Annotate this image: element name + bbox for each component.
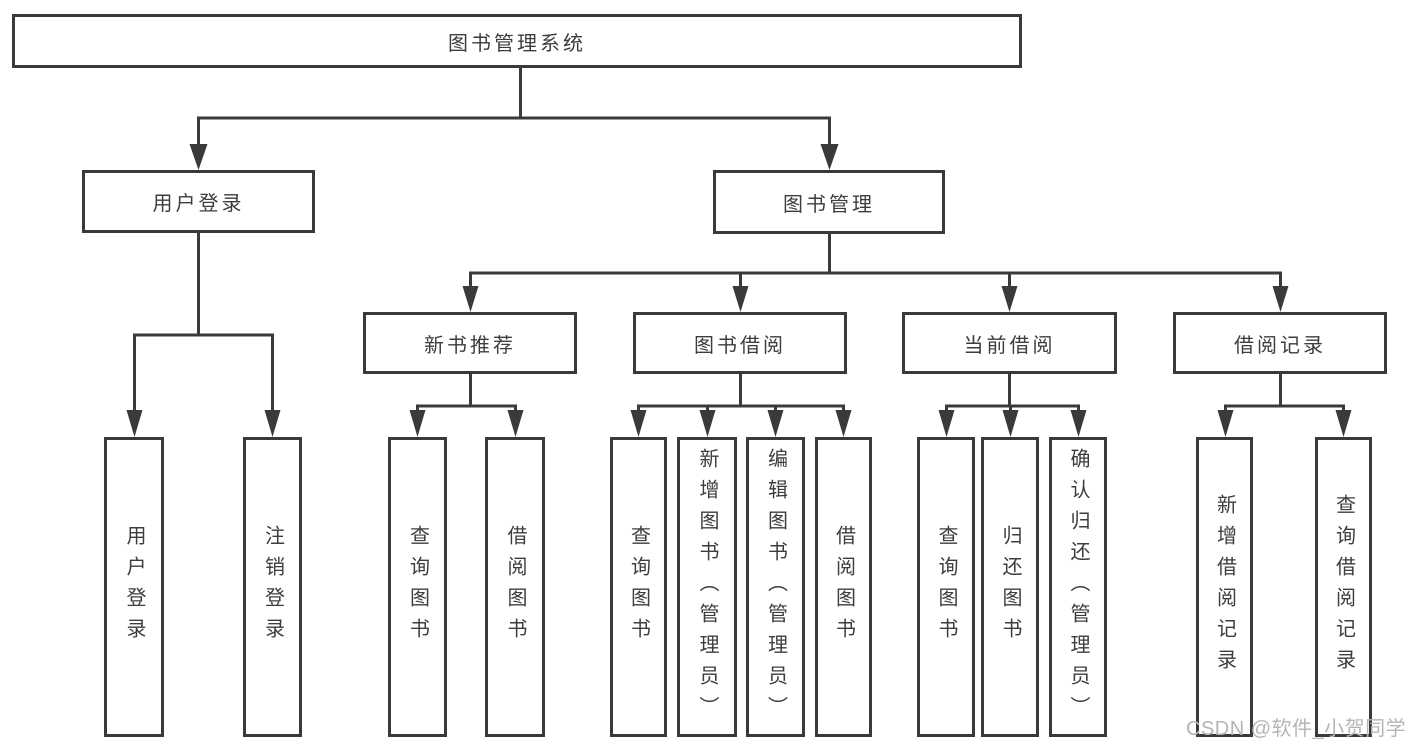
leaf-add-book-admin: 新增图书（管理员） [677,437,737,737]
csdn-watermark: CSDN @软件_小贺同学 [1186,718,1405,740]
leaf-borrow-books: 借阅图书 [815,437,872,737]
leaf-query-borrow-record: 查询借阅记录 [1315,437,1372,737]
leaf-add-borrow-record: 新增借阅记录 [1196,437,1253,737]
leaf-confirm-return-admin: 确认归还（管理员） [1049,437,1107,737]
node-borrow-records: 借阅记录 [1173,312,1387,374]
leaf-borrow-books-recommend: 借阅图书 [485,437,545,737]
leaf-query-books-current: 查询图书 [917,437,975,737]
leaf-edit-book-admin: 编辑图书（管理员） [746,437,805,737]
node-user-login: 用户登录 [82,170,315,233]
leaf-user-login: 用户登录 [104,437,164,737]
leaf-logout: 注销登录 [243,437,302,737]
node-book-management: 图书管理 [713,170,945,234]
node-book-borrow: 图书借阅 [633,312,847,374]
leaf-query-books-recommend: 查询图书 [388,437,447,737]
leaf-query-books-borrow: 查询图书 [610,437,667,737]
node-current-borrow: 当前借阅 [902,312,1117,374]
leaf-return-book: 归还图书 [981,437,1039,737]
node-new-book-recommend: 新书推荐 [363,312,577,374]
node-root: 图书管理系统 [12,14,1022,68]
